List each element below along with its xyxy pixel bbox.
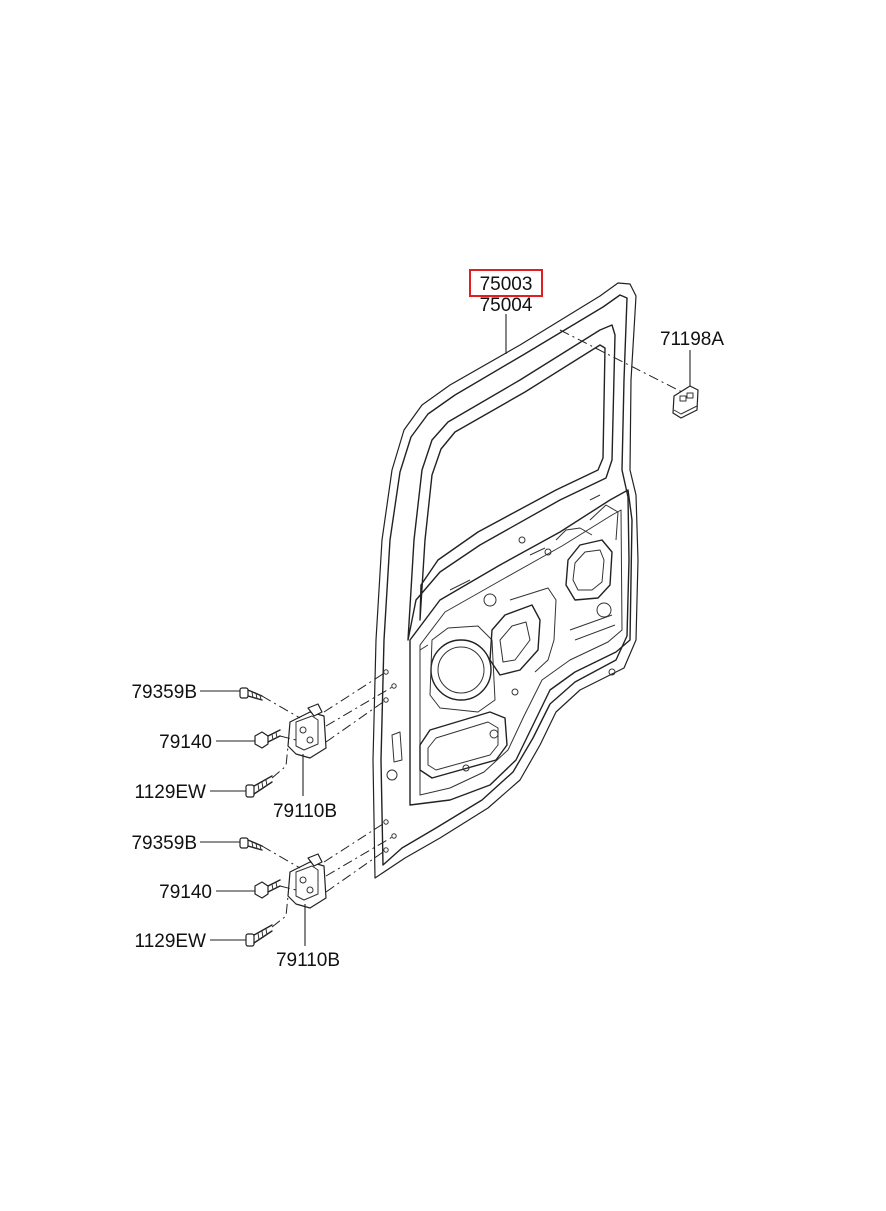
lower-hinge-dash-3 — [325, 835, 395, 877]
upper-hinge-dash-1 — [261, 695, 301, 719]
label-lower-1129ew[interactable]: 1129EW — [135, 931, 207, 952]
lower-hinge-dash-4 — [325, 849, 387, 893]
cap-dash-line — [559, 329, 683, 393]
upper-hinge[interactable] — [287, 703, 327, 759]
lower-bolt-79140[interactable] — [254, 879, 281, 899]
label-door-alt[interactable]: 75004 — [480, 295, 533, 316]
label-lower-79359b[interactable]: 79359B — [131, 833, 197, 854]
lower-hinge-dash-1 — [261, 845, 301, 869]
label-door-main[interactable]: 75003 — [480, 274, 533, 295]
lower-hinge-dash-6 — [271, 895, 289, 928]
label-lower-79110b[interactable]: 79110B — [276, 950, 340, 971]
label-upper-1129ew[interactable]: 1129EW — [135, 782, 207, 803]
door-panel[interactable] — [372, 282, 639, 879]
upper-hinge-dash-3 — [325, 685, 395, 727]
upper-bolt-79140[interactable] — [254, 729, 281, 749]
label-upper-79110b[interactable]: 79110B — [273, 801, 337, 822]
upper-hinge-dash-5 — [279, 735, 297, 741]
lower-screw-1129ew[interactable] — [245, 924, 273, 947]
label-cap[interactable]: 71198A — [660, 329, 724, 350]
highlight-box — [469, 269, 543, 297]
label-lower-79140[interactable]: 79140 — [159, 882, 212, 903]
lower-hinge-dash-5 — [279, 885, 297, 891]
upper-bolt-79359b[interactable] — [239, 687, 263, 701]
upper-hinge-dash-4 — [325, 699, 387, 743]
lower-hinge-dash-2 — [323, 821, 387, 863]
upper-hinge-dash-2 — [323, 671, 387, 713]
lower-bolt-79359b[interactable] — [239, 837, 263, 851]
label-upper-79359b[interactable]: 79359B — [131, 682, 197, 703]
cap-part[interactable] — [672, 385, 699, 419]
label-upper-79140[interactable]: 79140 — [159, 732, 212, 753]
lower-hinge[interactable] — [287, 853, 327, 909]
upper-hinge-dash-6 — [271, 745, 289, 779]
upper-screw-1129ew[interactable] — [245, 775, 273, 798]
